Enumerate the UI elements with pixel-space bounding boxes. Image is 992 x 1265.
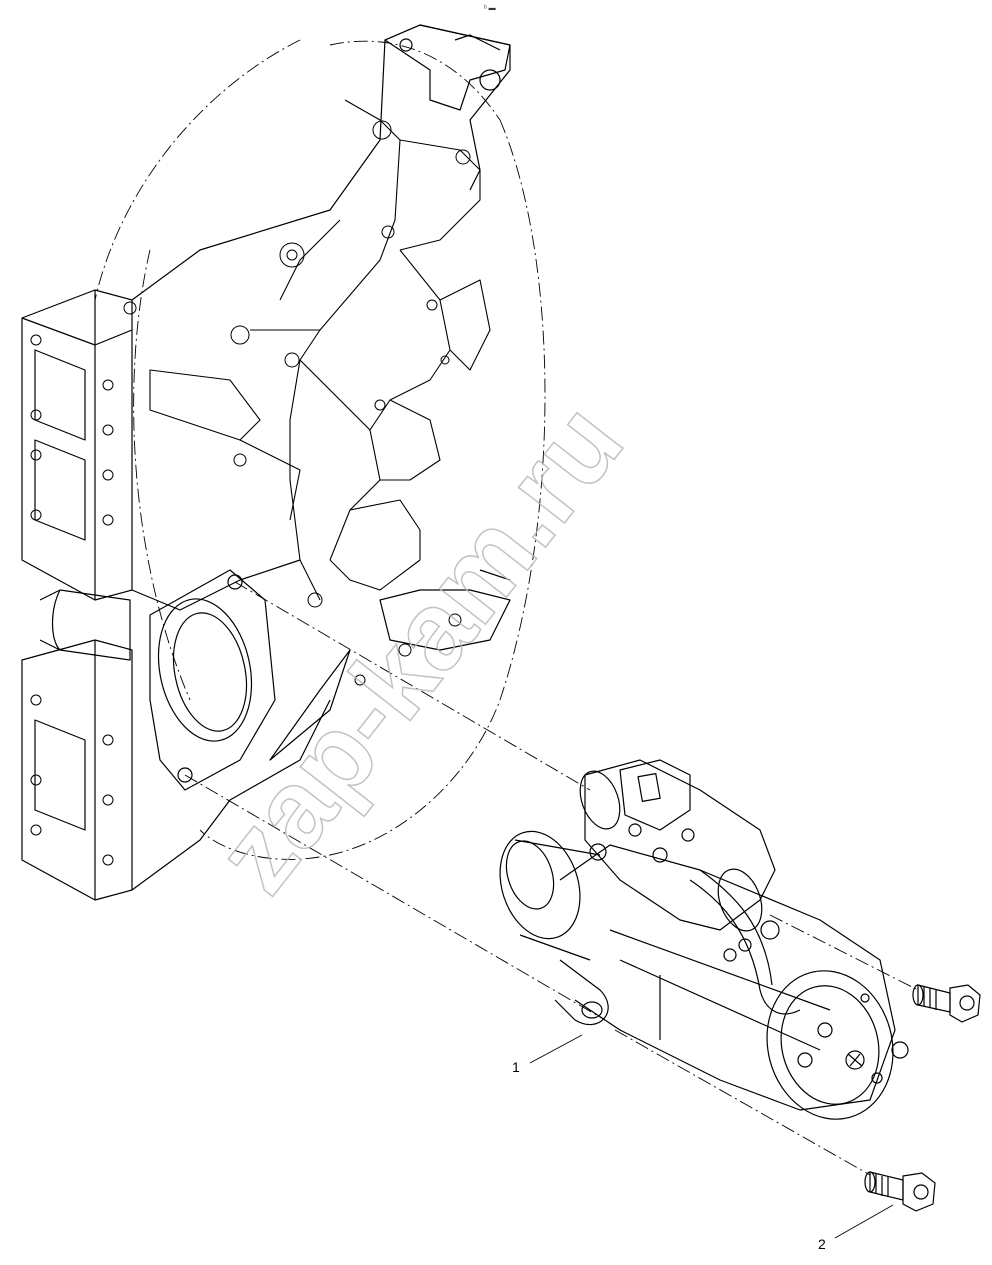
leader-line-2	[834, 1204, 894, 1239]
housing-body-wall	[131, 24, 511, 301]
starter-bore	[157, 598, 253, 742]
center-line-upper	[234, 581, 591, 791]
center-line-bolt	[769, 914, 919, 991]
starter-solenoid	[584, 759, 776, 931]
starter-cable	[689, 879, 801, 1015]
top-lifting-bracket	[384, 24, 511, 111]
left-flange-lower	[21, 639, 133, 901]
callout-2: 2	[818, 1204, 894, 1252]
starter-drive-end	[499, 830, 581, 940]
starter-mount-ear	[554, 959, 609, 1026]
solenoid-connector	[619, 759, 691, 831]
center-line-lower	[614, 1029, 871, 1176]
callout-1: 1	[512, 1034, 583, 1075]
housing-boss-holes	[230, 120, 471, 686]
corner-mark: ᵇ ▬	[484, 5, 496, 12]
starter-body	[559, 844, 896, 1111]
housing-gusset	[269, 649, 351, 761]
starter-motor	[499, 759, 909, 1120]
flywheel-housing	[21, 24, 546, 901]
mounting-bolt-lower	[864, 1171, 936, 1212]
flange-middle-body	[39, 589, 131, 661]
starter-end-cap	[766, 970, 894, 1120]
housing-phantom-outline	[94, 39, 546, 860]
callout-label-1: 1	[512, 1059, 520, 1075]
mounting-bolt-upper	[912, 984, 981, 1023]
watermark: zap-kam.ru	[192, 381, 646, 914]
callout-label-2: 2	[818, 1236, 826, 1252]
assembly-center-lines	[184, 581, 919, 1176]
flange-bolt-holes	[30, 301, 137, 866]
leader-line-1	[529, 1034, 583, 1064]
housing-ribs	[149, 99, 491, 601]
center-line-middle	[184, 774, 606, 1021]
